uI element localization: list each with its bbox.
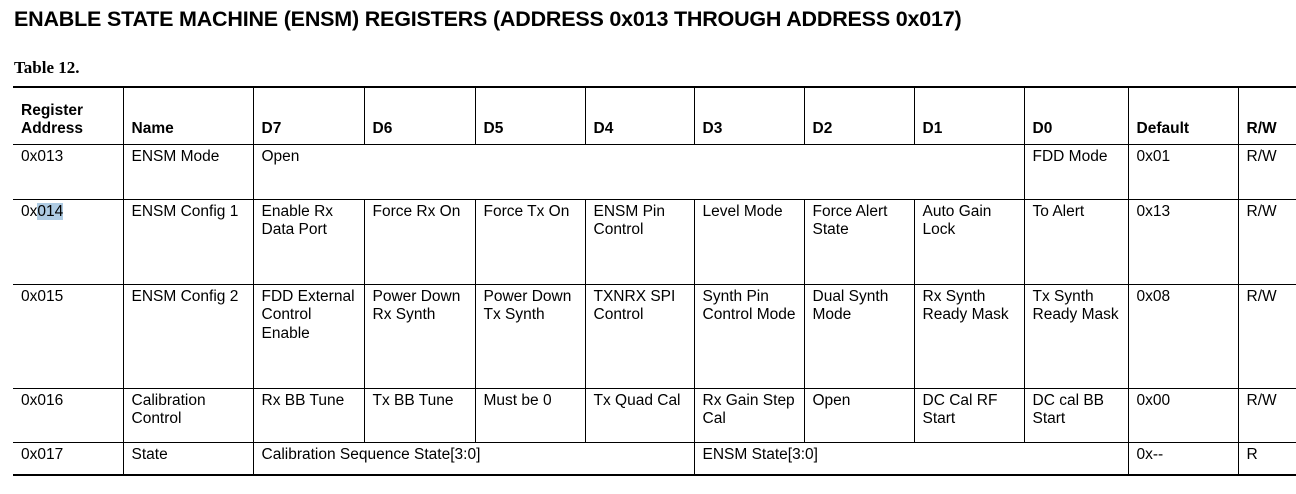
column-header-name: Name [122,86,254,145]
cell-register-address: 0x017 [13,442,124,476]
section-title: ENABLE STATE MACHINE (ENSM) REGISTERS (A… [14,7,962,31]
cell-register-address: 0x013 [13,144,124,200]
table-row: 0x013 ENSM Mode Open FDD Mode 0x01 R/W [13,144,1296,200]
cell-d0: Tx Synth Ready Mask [1023,284,1129,389]
table-row: 0x016 Calibration Control Rx BB Tune Tx … [13,388,1296,443]
address-prefix: 0x [21,445,38,463]
cell-d5: Must be 0 [474,388,586,443]
address-prefix: 0x [21,287,38,305]
table-header-row: Register Address Name D7 D6 D5 D4 D3 D2 … [13,86,1296,145]
table-row: 0x017 State Calibration Sequence State[3… [13,442,1296,476]
cell-rw: R/W [1237,284,1296,389]
cell-d7: Rx BB Tune [252,388,365,443]
cell-register-address: 0x015 [13,284,124,389]
column-header-default: Default [1127,86,1239,145]
column-header-rw: R/W [1237,86,1296,145]
cell-d0: FDD Mode [1023,144,1129,200]
cell-d4: ENSM Pin Control [584,199,695,285]
cell-d7: FDD External Control Enable [252,284,365,389]
table-caption: Table 12. [14,58,80,77]
cell-d7: Enable Rx Data Port [252,199,365,285]
cell-d6: Power Down Rx Synth [363,284,476,389]
cell-name: Calibration Control [122,388,254,443]
column-header-register-address-line1: Register [21,101,84,119]
cell-default: 0x01 [1127,144,1239,200]
cell-d1: Rx Synth Ready Mask [913,284,1025,389]
address-suffix: 015 [37,287,64,305]
column-header-d4: D4 [584,86,695,145]
cell-d4: TXNRX SPI Control [584,284,695,389]
cell-d2: Force Alert State [803,199,915,285]
table-row: 0x014 ENSM Config 1 Enable Rx Data Port … [13,199,1296,285]
cell-default: 0x13 [1127,199,1239,285]
column-header-d1: D1 [913,86,1025,145]
cell-default: 0x08 [1127,284,1239,389]
register-table-container: Register Address Name D7 D6 D5 D4 D3 D2 … [13,86,1296,476]
cell-open-span: Open [252,144,1025,200]
register-table: Register Address Name D7 D6 D5 D4 D3 D2 … [13,86,1296,476]
cell-d5: Force Tx On [474,199,586,285]
column-header-d0: D0 [1023,86,1129,145]
cell-register-address: 0x014 [13,199,124,285]
cell-d0: DC cal BB Start [1023,388,1129,443]
cell-d3: Synth Pin Control Mode [693,284,805,389]
cell-rw: R [1237,442,1296,476]
cell-d3: Level Mode [693,199,805,285]
column-header-d7: D7 [252,86,365,145]
cell-d0: To Alert [1023,199,1129,285]
cell-d2: Dual Synth Mode [803,284,915,389]
cell-name: ENSM Mode [122,144,254,200]
cell-rw: R/W [1237,199,1296,285]
cell-d1: Auto Gain Lock [913,199,1025,285]
cell-d2: Open [803,388,915,443]
address-prefix: 0x [21,202,38,220]
address-suffix: 013 [37,147,64,165]
cell-name: State [122,442,254,476]
address-prefix: 0x [21,391,38,409]
address-suffix: 017 [37,445,64,463]
column-header-register-address-line2: Address [21,120,84,137]
cell-calibration-sequence-state-span: Calibration Sequence State[3:0] [252,442,695,476]
column-header-d6: D6 [363,86,476,145]
cell-d5: Power Down Tx Synth [474,284,586,389]
cell-default: 0x-- [1127,442,1239,476]
address-suffix: 016 [37,391,64,409]
column-header-register-address: Register Address [13,86,124,145]
cell-name: ENSM Config 1 [122,199,254,285]
column-header-d5: D5 [474,86,586,145]
cell-name: ENSM Config 2 [122,284,254,389]
table-row: 0x015 ENSM Config 2 FDD External Control… [13,284,1296,389]
cell-register-address: 0x016 [13,388,124,443]
address-suffix-highlighted[interactable]: 014 [37,202,64,220]
cell-d6: Force Rx On [363,199,476,285]
cell-d6: Tx BB Tune [363,388,476,443]
cell-ensm-state-span: ENSM State[3:0] [693,442,1129,476]
cell-d4: Tx Quad Cal [584,388,695,443]
cell-rw: R/W [1237,144,1296,200]
column-header-d3: D3 [693,86,805,145]
cell-default: 0x00 [1127,388,1239,443]
address-prefix: 0x [21,147,38,165]
cell-d1: DC Cal RF Start [913,388,1025,443]
cell-d3: Rx Gain Step Cal [693,388,805,443]
cell-rw: R/W [1237,388,1296,443]
column-header-d2: D2 [803,86,915,145]
